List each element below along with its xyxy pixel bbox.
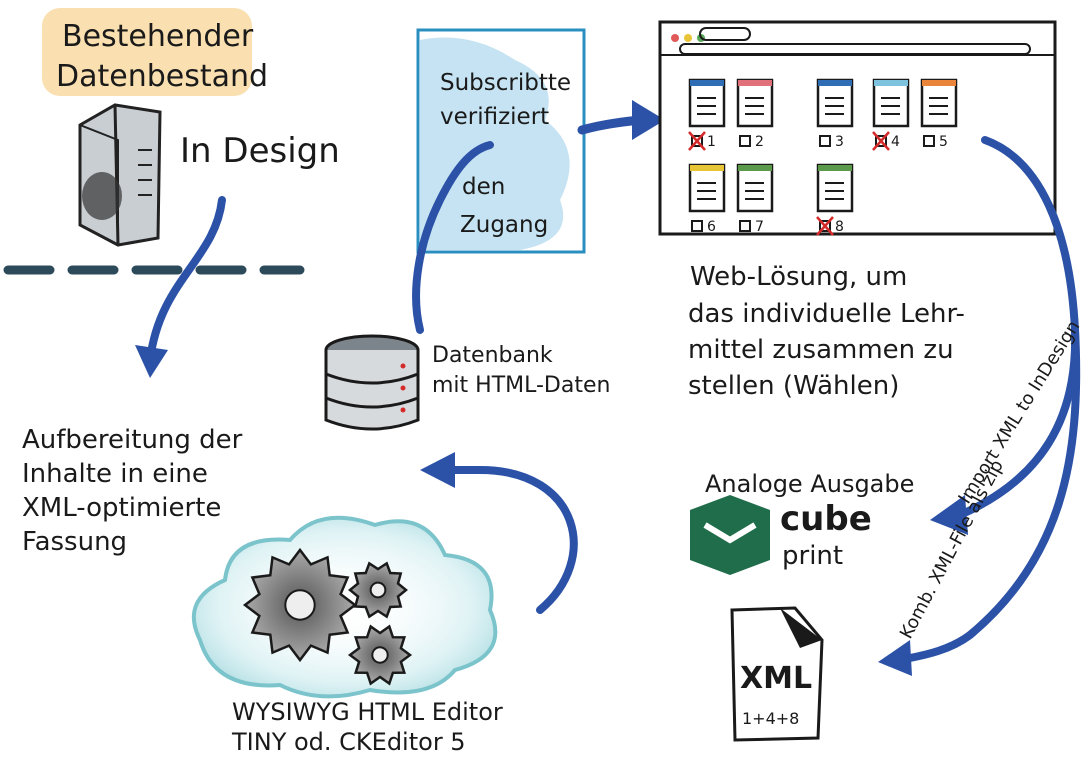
document-item-2[interactable]: 2 [736, 78, 774, 150]
preparation-line3: XML-optimierte [22, 493, 221, 523]
document-number: 1 [707, 134, 716, 150]
document-item-3[interactable]: 3 [816, 78, 854, 150]
database-icon [324, 334, 420, 431]
checkbox-2[interactable] [739, 135, 751, 147]
checkbox-1[interactable] [691, 135, 703, 147]
xml-sub-text: 1+4+8 [742, 709, 799, 728]
preparation-line2: Inhalte in eine [22, 459, 208, 489]
checkbox-5[interactable] [923, 135, 935, 147]
preparation-line1: Aufbereitung der [22, 425, 243, 455]
title-highlight [42, 8, 252, 96]
minimize-dot-icon [684, 34, 692, 42]
browser-tab [699, 27, 751, 41]
database-line2: mit HTML-Daten [432, 373, 610, 398]
gear-large-icon [242, 547, 358, 663]
document-number: 2 [755, 134, 764, 150]
document-number: 8 [835, 219, 844, 235]
web-line3: mittel zusammen zu [688, 335, 954, 365]
preparation-text: Aufbereitung der Inhalte in eine XML-opt… [22, 425, 243, 557]
check-mark-icon [816, 216, 834, 236]
document-grid: 1 2 3 4 5 6 7 8 [688, 78, 958, 236]
cubeprint-logo: cube print [690, 495, 872, 575]
document-number: 7 [755, 219, 764, 235]
document-item-6[interactable]: 6 [688, 163, 726, 235]
web-line4: stellen (Wählen) [688, 371, 899, 401]
document-item-7[interactable]: 7 [736, 163, 774, 235]
arrow-database-to-subscription [412, 141, 494, 334]
database-line1: Datenbank [432, 343, 553, 368]
gear-small-top-icon [348, 561, 408, 619]
close-dot-icon [671, 34, 679, 42]
web-line1: Web-Lösung, um [690, 262, 907, 292]
check-mark-icon [872, 131, 890, 151]
address-bar [679, 43, 1031, 55]
xml-file-icon: XML 1+4+8 [730, 606, 824, 742]
document-item-5[interactable]: 5 [920, 78, 958, 150]
document-item-8[interactable]: 8 [816, 163, 854, 236]
editor-line2: TINY od. CKEditor 5 [231, 728, 466, 756]
document-number: 4 [891, 134, 900, 150]
cube-logo-icon [690, 495, 770, 575]
document-number: 6 [707, 219, 716, 235]
arrow-indesign-to-preparation [135, 196, 226, 378]
browser-window [658, 20, 1057, 236]
analog-output-label: Analoge Ausgabe [705, 470, 914, 498]
document-number: 3 [835, 134, 844, 150]
checkbox-7[interactable] [739, 220, 751, 232]
source-title-line1: Bestehender [62, 19, 254, 54]
subscription-line3: den [462, 174, 505, 200]
subscription-line2: verifiziert [440, 104, 549, 130]
logo-word-cube: cube [780, 499, 872, 539]
checkbox-4[interactable] [875, 135, 887, 147]
document-item-4[interactable]: 4 [872, 78, 910, 151]
indesign-book-icon [78, 103, 162, 247]
preparation-line4: Fassung [22, 527, 127, 557]
checkbox-8[interactable] [819, 220, 831, 232]
xml-icon-text: XML [740, 661, 812, 696]
check-mark-icon [688, 131, 706, 151]
subscription-line4: Zugang [460, 212, 548, 238]
browser-frame [658, 20, 1057, 236]
subscription-frame [416, 28, 586, 254]
indesign-label: In Design [180, 131, 340, 171]
document-number: 5 [939, 134, 948, 150]
checkbox-6[interactable] [691, 220, 703, 232]
web-solution-text: Web-Lösung, um das individuelle Lehr- mi… [688, 262, 965, 401]
subscription-line1: Subscribtte [440, 70, 571, 96]
gear-small-bottom-icon [347, 624, 413, 686]
source-title-group: Bestehender Datenbestand [42, 8, 268, 96]
subscription-card: Subscribtte verifiziert den Zugang [416, 28, 586, 254]
source-title-line2: Datenbestand [56, 59, 268, 94]
editor-line1: WYSIWYG HTML Editor [232, 698, 503, 726]
arrow-subscription-to-web [577, 100, 665, 140]
document-item-1[interactable]: 1 [688, 78, 726, 151]
web-line2: das individuelle Lehr- [688, 299, 965, 329]
logo-word-print: print [782, 541, 843, 571]
checkbox-3[interactable] [819, 135, 831, 147]
arrow-editor-to-database [420, 452, 578, 614]
arrow-web-to-outputs [878, 136, 1081, 676]
